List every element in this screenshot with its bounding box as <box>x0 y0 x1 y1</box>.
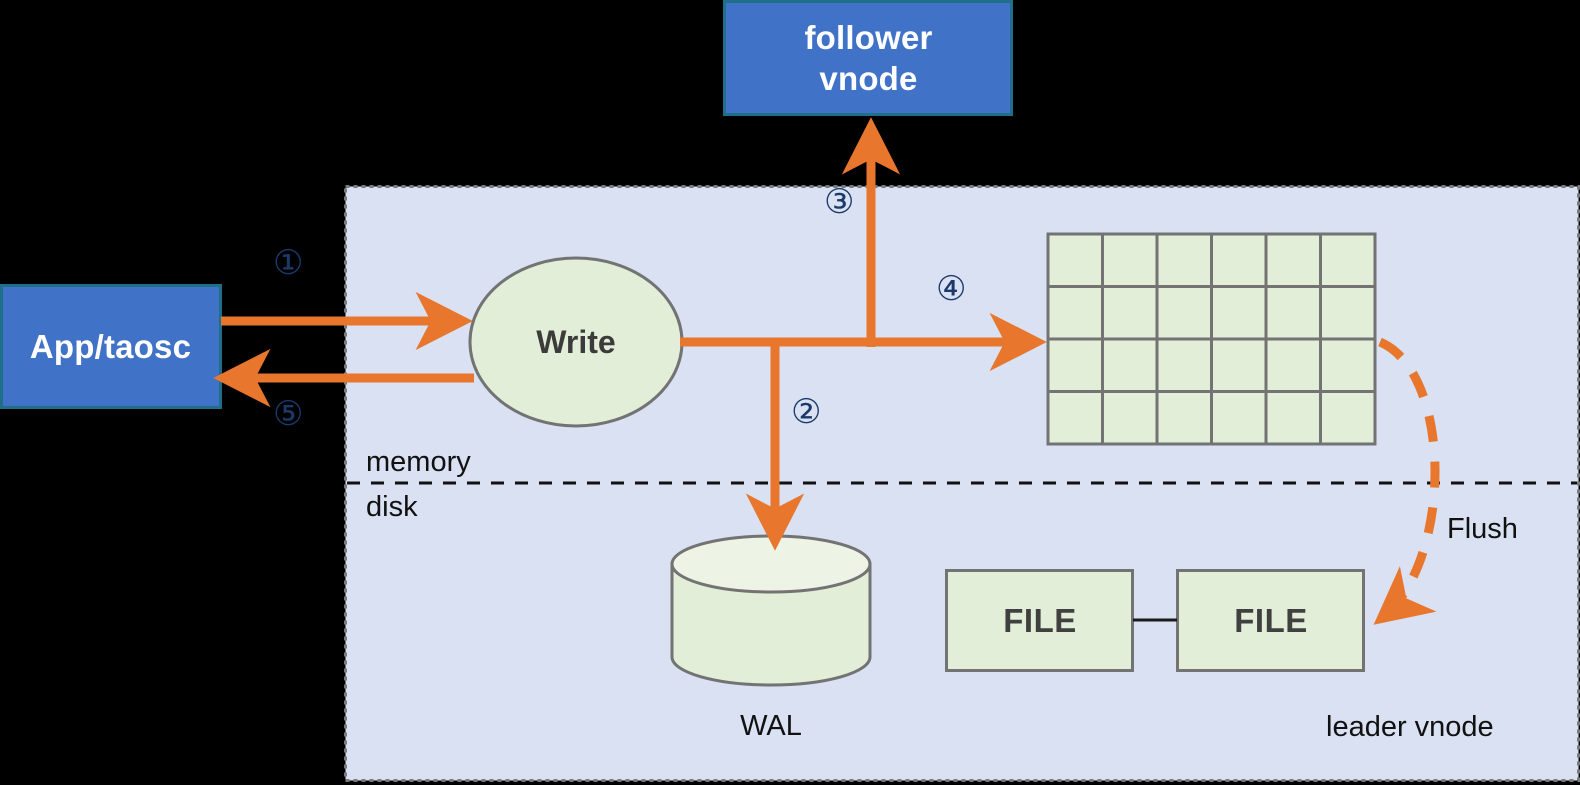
wal-cylinder[interactable] <box>670 534 872 687</box>
step-marker-5: ⑤ <box>273 394 304 434</box>
step-marker-2: ② <box>791 392 822 432</box>
step-marker-1: ① <box>273 243 304 283</box>
file-box-right[interactable] <box>1176 569 1365 672</box>
follower-vnode-box[interactable] <box>723 0 1013 116</box>
memtable-grid <box>1046 232 1377 446</box>
step-marker-3: ③ <box>824 182 855 222</box>
edge-flush-dashed <box>1373 337 1440 625</box>
step-marker-4: ④ <box>936 269 967 309</box>
write-ellipse[interactable] <box>468 256 684 428</box>
file-box-left[interactable] <box>945 569 1134 672</box>
app-taosc-box[interactable] <box>0 284 222 409</box>
